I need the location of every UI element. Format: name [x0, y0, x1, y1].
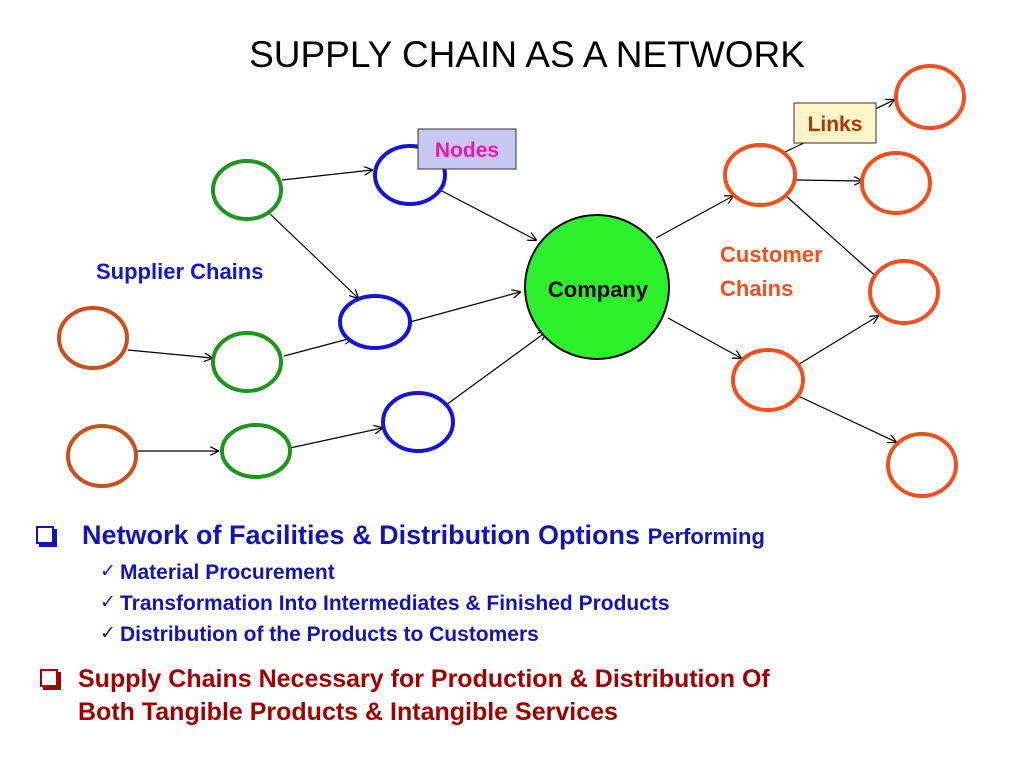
link-c1-to-cust3 — [785, 195, 880, 280]
check-mark-icon: ✓ — [100, 591, 116, 613]
link-s1a-to-s2a — [281, 170, 372, 181]
nodes-callout-box — [417, 128, 517, 170]
link-s1a-to-s2b — [267, 211, 358, 298]
supplier-tier1-node-a — [211, 159, 283, 221]
link-s2c-to-company — [445, 332, 546, 406]
link-s1c-to-s2c — [289, 428, 382, 449]
checkbox-bullet-icon — [40, 669, 58, 687]
bullet-list: Network of Facilities & Distribution Opt… — [36, 520, 996, 729]
nodes-callout: Nodes — [435, 139, 499, 162]
supplier-tier2-node-b — [66, 424, 138, 488]
sub-bullet-transformation: ✓ Transformation Into Intermediates & Fi… — [36, 591, 996, 622]
bullet-main-label: Network of Facilities & Distribution Opt… — [82, 520, 641, 550]
company-node — [524, 214, 670, 360]
sub-bullet-label: Transformation Into Intermediates & Fini… — [120, 592, 670, 615]
bullet-second-line1: Supply Chains Necessary for Production &… — [78, 665, 770, 693]
bullet-main-suffix: Performing — [647, 524, 765, 549]
customer-chains-label-line2: Chains — [720, 276, 793, 301]
check-mark-icon: ✓ — [100, 622, 116, 644]
link-s3a-to-s1b — [127, 349, 212, 358]
supplier-direct-node-b — [338, 294, 412, 350]
link-s2b-to-company — [409, 292, 520, 323]
customer-direct-node-a — [723, 143, 797, 207]
bullet-main-text: Network of Facilities & Distribution Opt… — [82, 520, 765, 551]
supplier-tier1-node-b — [211, 331, 283, 393]
company-label: Company — [548, 277, 649, 302]
sub-bullet-label: Material Procurement — [120, 561, 335, 584]
sub-bullet-distribution: ✓ Distribution of the Products to Custom… — [36, 622, 996, 653]
link-company-to-c2 — [667, 317, 741, 358]
network-links — [127, 100, 896, 451]
customer-end-node-b — [860, 151, 932, 215]
bullet-network-facilities: Network of Facilities & Distribution Opt… — [36, 520, 996, 560]
customer-chains-label-line1: Customer — [720, 242, 823, 267]
supplier-chains-label: Supplier Chains — [96, 259, 263, 284]
link-s2a-to-company — [439, 189, 536, 240]
sub-bullet-label: Distribution of the Products to Customer… — [120, 623, 539, 646]
links-callout-box — [793, 102, 877, 144]
customer-end-node-d — [886, 432, 958, 498]
sub-bullet-procurement: ✓ Material Procurement — [36, 560, 996, 591]
check-mark-icon: ✓ — [100, 560, 116, 582]
supply-network-diagram: Nodes Links Company Supplier Chains Cust… — [57, 64, 966, 498]
customer-direct-node-b — [731, 348, 805, 412]
supplier-tier2-node-a — [57, 306, 129, 370]
link-c2-to-cust4 — [793, 393, 896, 442]
customer-end-node-a — [894, 64, 966, 130]
bullet-supply-chains-necessary: Supply Chains Necessary for Production &… — [36, 663, 996, 729]
customer-end-node-c — [868, 259, 940, 325]
checkbox-bullet-icon — [36, 526, 54, 544]
supplier-direct-node-c — [381, 391, 455, 453]
link-c1-to-cust2 — [795, 180, 862, 181]
supplier-tier1-node-c — [220, 423, 292, 479]
link-company-to-c1 — [655, 196, 733, 239]
links-callout: Links — [808, 113, 863, 136]
link-c2-to-cust3 — [795, 316, 878, 367]
link-s1b-to-s2b — [283, 338, 352, 357]
bullet-second-line2: Both Tangible Products & Intangible Serv… — [78, 698, 618, 726]
page-title: SUPPLY CHAIN AS A NETWORK — [249, 34, 805, 75]
